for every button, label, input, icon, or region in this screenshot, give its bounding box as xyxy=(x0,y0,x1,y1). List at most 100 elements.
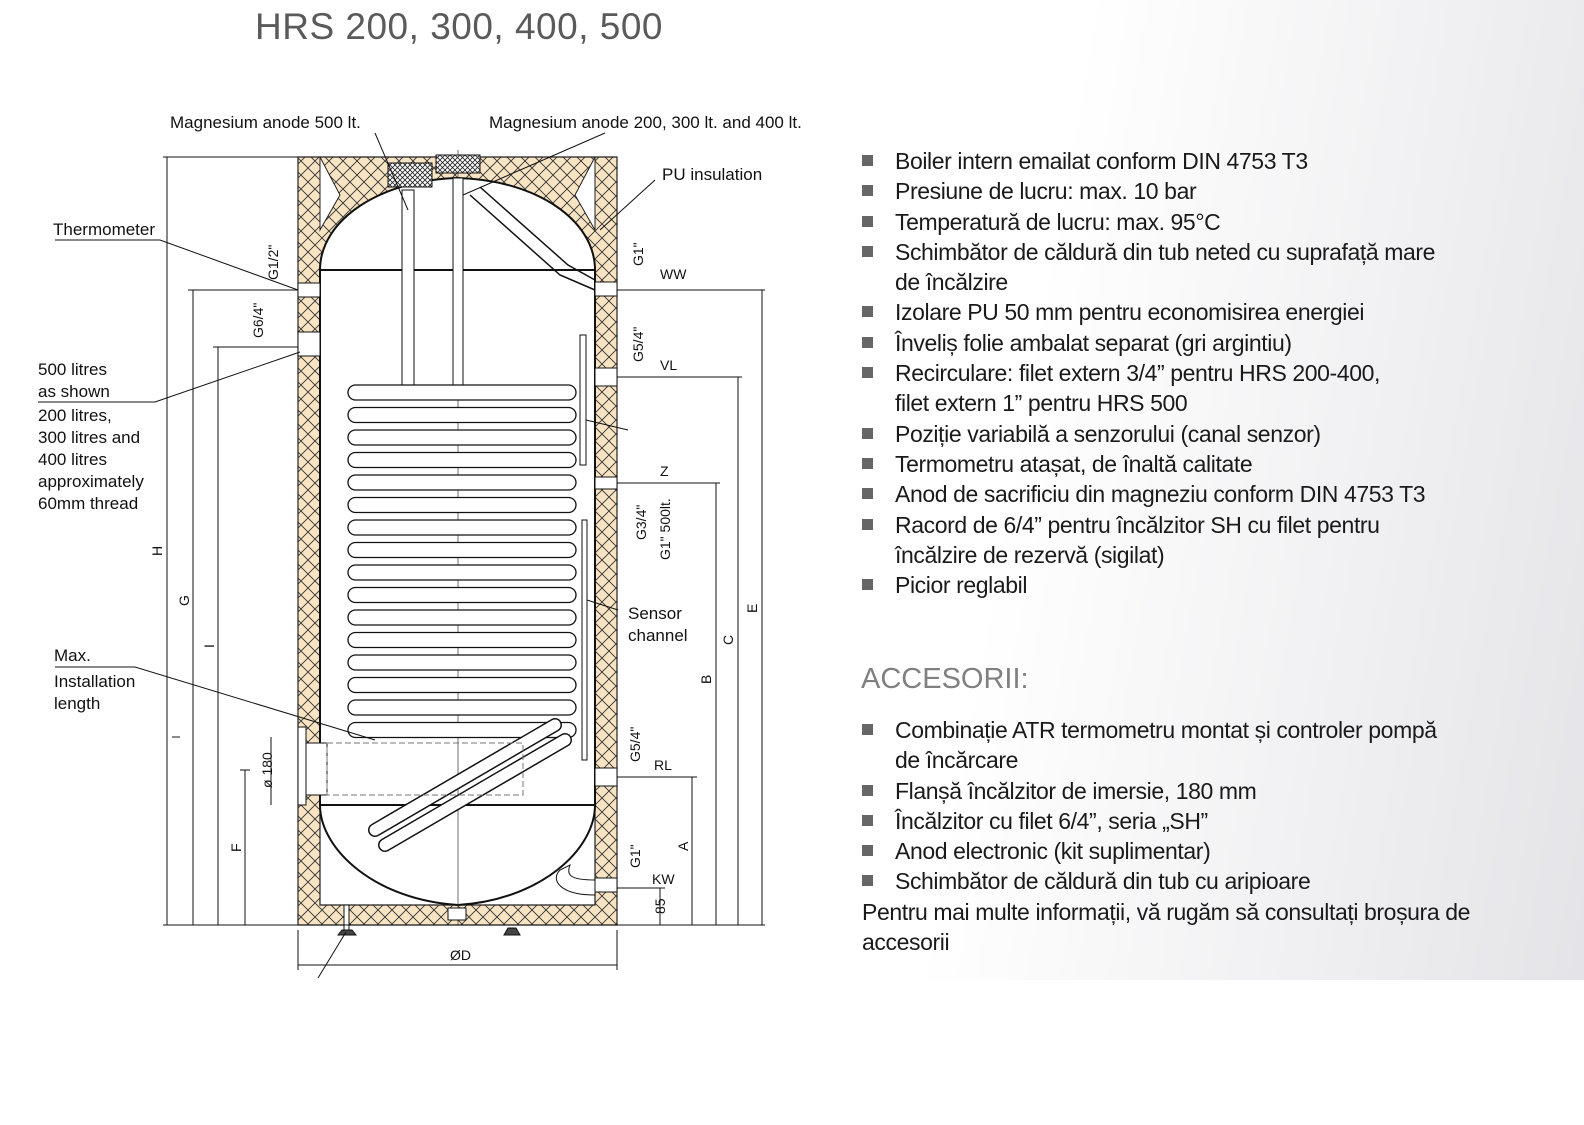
feature-item: Schimbător de căldură din tub neted cu s… xyxy=(862,237,1435,298)
label-g5-4-rl: G5/4" xyxy=(627,727,643,762)
label-pu-insulation: PU insulation xyxy=(662,165,762,184)
note-line: 300 litres and xyxy=(38,428,140,447)
label-g1-500: G1" 500lt. xyxy=(657,498,673,560)
label-thermometer: Thermometer xyxy=(53,220,155,239)
label-rl: RL xyxy=(654,757,672,773)
dimension-lines xyxy=(38,132,765,979)
adjustable-feet xyxy=(336,904,521,936)
coil-loop xyxy=(347,496,577,514)
item-text: Termometru atașat, de înaltă calitate xyxy=(895,450,1253,477)
page-background xyxy=(0,0,1584,980)
dim-i: I xyxy=(201,644,217,648)
label-kw: KW xyxy=(652,871,675,887)
accessories-list: Combinație ATR termometru montat și cont… xyxy=(862,715,1470,957)
dim-a: A xyxy=(675,841,691,851)
coil-loop xyxy=(347,451,577,469)
coil-loop xyxy=(347,474,577,491)
item-text: de încălzire xyxy=(895,269,1008,296)
coil-loop xyxy=(347,564,577,581)
item-text: Încălzitor cu filet 6/4”, seria „SH” xyxy=(895,807,1208,834)
item-text: Boiler intern emailat conform DIN 4753 T… xyxy=(895,148,1308,174)
accessory-item: Încălzitor cu filet 6/4”, seria „SH” xyxy=(862,806,1470,836)
item-text: Recirculare: filet extern 3/4” pentru HR… xyxy=(895,360,1380,387)
item-text: încălzire de rezervă (sigilat) xyxy=(895,541,1165,568)
item-text: Înveliș folie ambalat separat (gri argin… xyxy=(895,329,1292,356)
note-line: 500 litres xyxy=(38,360,107,379)
bullet-icon xyxy=(862,306,873,318)
page-title: HRS 200, 300, 400, 500 xyxy=(255,6,664,47)
item-text: Presiune de lucru: max. 10 bar xyxy=(895,178,1197,205)
feature-item: Poziție variabilă a senzorului (canal se… xyxy=(862,419,1435,449)
coil-loop xyxy=(347,429,577,446)
label-g5-4-vl: G5/4" xyxy=(630,327,646,362)
feature-item: Picior reglabil xyxy=(862,570,1435,600)
accessory-item: Anod electronic (kit suplimentar) xyxy=(862,836,1470,866)
accessories-heading: ACCESORII: xyxy=(861,663,1029,695)
coil-loop xyxy=(347,384,577,401)
item-text: Temperatură de lucru: max. 95°C xyxy=(895,208,1221,235)
dim-c: C xyxy=(720,635,736,645)
coil-loop xyxy=(347,519,577,536)
label-litres-note: 500 litres as shown 200 litres, 300 litr… xyxy=(38,360,144,513)
label-z: Z xyxy=(660,463,669,479)
feature-item: Recirculare: filet extern 3/4” pentru HR… xyxy=(862,358,1435,419)
sensor-channel xyxy=(579,334,587,466)
item-text: Poziție variabilă a senzorului (canal se… xyxy=(895,420,1321,447)
heater-flange xyxy=(297,726,524,806)
note-line: Sensor xyxy=(628,604,682,623)
bullet-icon xyxy=(862,724,873,735)
magnesium-anode xyxy=(387,154,481,391)
feature-item: Boiler intern emailat conform DIN 4753 T… xyxy=(862,146,1435,176)
bullet-icon xyxy=(862,845,873,857)
note-line: length xyxy=(54,694,100,713)
label-g1-kw: G1" xyxy=(627,844,643,868)
feature-item: Anod de sacrificiu din magneziu conform … xyxy=(862,479,1435,509)
ww-pipe xyxy=(469,186,596,291)
label-anode-200-400: Magnesium anode 200, 300 lt. and 400 lt. xyxy=(489,113,802,132)
label-anode-500: Magnesium anode 500 lt. xyxy=(170,113,361,132)
coil-loop xyxy=(347,721,577,739)
label-sensor-channel: Sensor channel xyxy=(628,604,688,645)
accessory-item: Combinație ATR termometru montat și cont… xyxy=(862,715,1470,776)
label-g3-4-z: G3/4" xyxy=(633,505,649,540)
note-text: Pentru mai multe informații, vă rugăm să… xyxy=(862,898,1470,925)
accessories-note: Pentru mai multe informații, vă rugăm să… xyxy=(862,897,1470,958)
accessory-item: Schimbător de căldură din tub cu aripioa… xyxy=(862,866,1470,896)
bullet-icon xyxy=(862,875,873,887)
bullet-icon xyxy=(862,457,873,469)
label-vl: VL xyxy=(660,357,677,373)
dim-b: B xyxy=(698,675,714,684)
coil-loop xyxy=(347,676,577,694)
dim-g: G xyxy=(176,595,192,606)
item-text: Anod de sacrificiu din magneziu conform … xyxy=(895,481,1426,508)
bullet-icon xyxy=(862,427,873,439)
item-text: Flanșă încălzitor de imersie, 180 mm xyxy=(895,777,1257,804)
feature-item: Izolare PU 50 mm pentru economisirea ene… xyxy=(862,297,1435,327)
features-list: Boiler intern emailat conform DIN 4753 T… xyxy=(862,146,1435,600)
item-text: Schimbător de căldură din tub neted cu s… xyxy=(895,238,1436,265)
dim-f: F xyxy=(228,843,244,852)
dim-e: E xyxy=(744,604,760,613)
dim-d: ØD xyxy=(450,947,471,963)
label-ww: WW xyxy=(660,266,687,282)
note-line: Installation xyxy=(54,672,135,691)
label-d180: ø 180 xyxy=(259,752,275,788)
bullet-icon xyxy=(862,185,873,197)
label-85: 85 xyxy=(652,898,668,914)
label-g1-2: G1/2" xyxy=(265,245,281,280)
dim-h: H xyxy=(149,546,165,556)
bullet-icon xyxy=(862,215,873,227)
connection-stubs xyxy=(297,281,618,921)
note-line: 400 litres xyxy=(38,450,107,469)
bullet-icon xyxy=(862,245,873,257)
note-line: Max. xyxy=(54,646,91,665)
coil-loop xyxy=(347,699,577,716)
feature-item: Termometru atașat, de înaltă calitate xyxy=(862,449,1435,479)
item-text: Anod electronic (kit suplimentar) xyxy=(895,838,1211,865)
boiler-diagram: Magnesium anode 500 lt. Magnesium anode … xyxy=(38,113,802,979)
sensor-channel xyxy=(581,519,588,761)
coil-loop xyxy=(347,586,577,604)
coil-loop xyxy=(347,609,577,626)
coil-return-pipe-inner xyxy=(379,734,571,851)
bullet-icon xyxy=(862,784,873,796)
